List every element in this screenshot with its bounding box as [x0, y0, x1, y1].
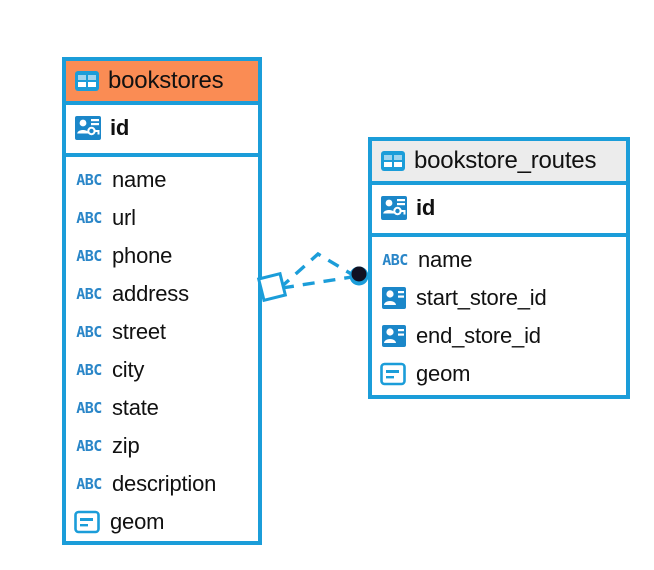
- field-label-city: city: [112, 357, 145, 382]
- diamond-marker: [256, 271, 288, 303]
- field-label-zip: zip: [112, 433, 140, 458]
- text-type-icon: ABC: [76, 398, 102, 417]
- field-row-geom[interactable]: geom: [380, 355, 618, 393]
- entity-bookstores[interactable]: bookstores id: [62, 57, 262, 545]
- text-type-icon: ABC: [76, 436, 102, 455]
- filled-circle-marker: [349, 266, 369, 286]
- field-label-start-store-id: start_store_id: [416, 285, 547, 310]
- field-row-start-store-id[interactable]: start_store_id: [380, 279, 618, 317]
- field-row-phone[interactable]: ABC phone: [74, 237, 250, 275]
- field-label-end-store-id: end_store_id: [416, 323, 541, 348]
- field-row-end-store-id[interactable]: end_store_id: [380, 317, 618, 355]
- primary-key-section-bookstores: id: [66, 105, 258, 157]
- field-row-id[interactable]: id: [74, 109, 250, 147]
- primary-key-icon: [380, 195, 408, 221]
- field-label-geom: geom: [416, 361, 471, 386]
- field-row-geom[interactable]: geom: [74, 503, 250, 541]
- field-label-id: id: [110, 115, 130, 140]
- entity-bookstore-routes[interactable]: bookstore_routes id: [368, 137, 630, 399]
- geometry-type-icon: [74, 510, 102, 534]
- primary-key-section-bookstore-routes: id: [372, 185, 626, 237]
- field-row-address[interactable]: ABC address: [74, 275, 250, 313]
- field-label-name: name: [418, 247, 473, 272]
- text-type-icon: ABC: [76, 246, 102, 265]
- foreign-key-icon: [380, 324, 408, 348]
- entity-header-bookstores[interactable]: bookstores: [66, 61, 258, 105]
- relationship-line-lower: [281, 275, 353, 290]
- field-row-description[interactable]: ABC description: [74, 465, 250, 503]
- table-icon: [74, 70, 100, 92]
- text-type-icon: ABC: [76, 474, 102, 493]
- field-label-name: name: [112, 167, 167, 192]
- fields-section-bookstore-routes: ABC name start_store_id: [372, 237, 626, 401]
- entity-header-bookstore-routes[interactable]: bookstore_routes: [372, 141, 626, 185]
- text-type-icon: ABC: [76, 284, 102, 303]
- field-row-street[interactable]: ABC street: [74, 313, 250, 351]
- geometry-type-icon: [380, 362, 408, 386]
- field-row-name[interactable]: ABC name: [74, 161, 250, 199]
- text-type-icon: ABC: [76, 170, 102, 189]
- entity-title-bookstores: bookstores: [108, 67, 224, 94]
- text-type-icon: ABC: [76, 322, 102, 341]
- text-type-icon: ABC: [382, 250, 408, 269]
- field-label-state: state: [112, 395, 159, 420]
- primary-key-icon: [74, 115, 102, 141]
- relationship-line-upper: [278, 251, 354, 290]
- field-label-street: street: [112, 319, 166, 344]
- field-label-address: address: [112, 281, 189, 306]
- text-type-icon: ABC: [76, 360, 102, 379]
- field-row-id[interactable]: id: [380, 189, 618, 227]
- fields-section-bookstores: ABC name ABC url ABC phone ABC address A…: [66, 157, 258, 549]
- field-row-city[interactable]: ABC city: [74, 351, 250, 389]
- text-type-icon: ABC: [76, 208, 102, 227]
- entity-title-bookstore-routes: bookstore_routes: [414, 147, 597, 174]
- field-row-name[interactable]: ABC name: [380, 241, 618, 279]
- table-icon: [380, 150, 406, 172]
- field-label-geom: geom: [110, 509, 165, 534]
- field-row-zip[interactable]: ABC zip: [74, 427, 250, 465]
- field-label-phone: phone: [112, 243, 173, 268]
- field-row-url[interactable]: ABC url: [74, 199, 250, 237]
- field-label-description: description: [112, 471, 217, 496]
- field-row-state[interactable]: ABC state: [74, 389, 250, 427]
- field-label-url: url: [112, 205, 136, 230]
- field-label-id: id: [416, 195, 436, 220]
- foreign-key-icon: [380, 286, 408, 310]
